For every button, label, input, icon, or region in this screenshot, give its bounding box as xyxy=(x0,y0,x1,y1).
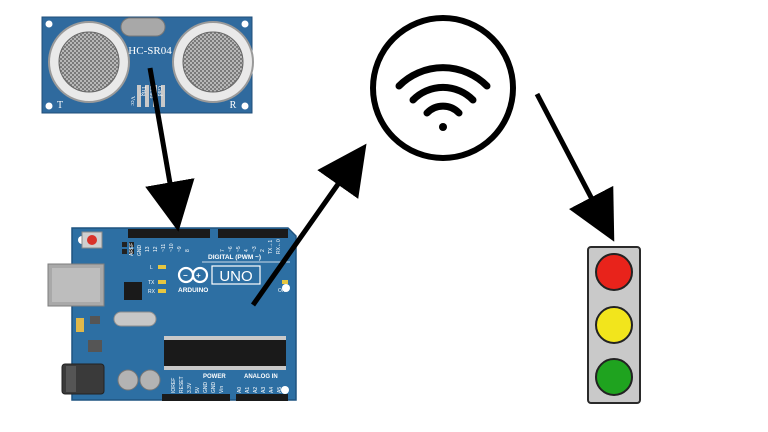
mounting-hole xyxy=(281,386,289,394)
crystal-oscillator xyxy=(113,311,157,327)
pin-vcc-label: Vcc xyxy=(129,96,135,106)
svg-text:4: 4 xyxy=(244,249,250,252)
svg-text:A0: A0 xyxy=(237,387,243,393)
svg-text:13: 13 xyxy=(145,246,151,252)
svg-text:12: 12 xyxy=(153,246,159,252)
svg-text:5V: 5V xyxy=(195,386,201,393)
transmitter-transducer xyxy=(48,21,130,103)
svg-text:A2: A2 xyxy=(253,387,259,393)
usb-chip xyxy=(124,282,142,300)
green-light xyxy=(595,358,633,396)
svg-text:8: 8 xyxy=(185,249,191,252)
wifi-node xyxy=(370,15,516,161)
capacitor xyxy=(139,369,161,391)
arrow-arduino-to-wifi xyxy=(250,143,367,307)
sensor-crystal xyxy=(120,17,166,37)
digital-header-left xyxy=(128,229,210,238)
led-rx-label: RX xyxy=(148,289,156,295)
sensor-r-label: R xyxy=(230,100,237,111)
analog-header-label: ANALOG IN xyxy=(244,374,278,380)
svg-text:3.3V: 3.3V xyxy=(187,382,193,393)
svg-text:A3: A3 xyxy=(261,387,267,393)
svg-text:A1: A1 xyxy=(245,387,251,393)
power-header-label: POWER xyxy=(203,374,226,380)
arrow-sensor-to-arduino xyxy=(145,67,195,232)
sensor-t-label: T xyxy=(57,100,63,111)
svg-text:~5: ~5 xyxy=(236,246,242,252)
sensor-hole xyxy=(45,20,53,28)
svg-text:2: 2 xyxy=(260,249,266,252)
uno-label-box xyxy=(211,265,261,285)
led-l-label: L xyxy=(150,265,153,271)
arduino-logo-icon: − + xyxy=(177,266,209,284)
digital-header-right xyxy=(218,229,288,238)
gnd-label: GND xyxy=(137,245,143,257)
svg-text:+: + xyxy=(196,271,201,280)
icsp-header xyxy=(122,242,134,254)
svg-text:A4: A4 xyxy=(269,387,275,393)
wifi-icon xyxy=(395,64,491,131)
power-header xyxy=(162,394,230,401)
aref-label: AREF xyxy=(129,243,135,256)
svg-text:GND: GND xyxy=(203,382,209,394)
svg-text:RESET: RESET xyxy=(179,376,185,393)
analog-header xyxy=(236,394,288,401)
status-leds: L TX RX ON xyxy=(148,265,288,295)
power-pin-labels: IOREF RESET 3.3V 5V GND GND Vin xyxy=(171,376,225,393)
svg-text:TX→1: TX→1 xyxy=(268,240,274,254)
svg-text:~9: ~9 xyxy=(177,246,183,252)
svg-text:A5: A5 xyxy=(277,387,283,393)
smd-component xyxy=(90,316,100,324)
svg-text:7: 7 xyxy=(220,249,226,252)
svg-text:~10: ~10 xyxy=(169,243,175,252)
chip-socket-bottom xyxy=(164,366,286,370)
on-led-label: ON xyxy=(278,288,286,294)
power-jack-face xyxy=(66,366,76,392)
svg-text:−: − xyxy=(183,271,188,280)
pin-gnd-label: Gnd xyxy=(156,86,162,96)
red-light xyxy=(595,253,633,291)
flow-arrows xyxy=(145,67,615,307)
ultrasonic-sensor: HC-SR04 T R Vcc Trig Echo Gnd xyxy=(41,16,254,114)
svg-text:~3: ~3 xyxy=(252,246,258,252)
svg-text:~6: ~6 xyxy=(228,246,234,252)
yellow-light xyxy=(595,306,633,344)
arrow-wifi-to-traffic-light xyxy=(534,92,615,242)
sensor-hole xyxy=(45,102,53,110)
capacitor xyxy=(117,369,139,391)
sensor-hole xyxy=(241,102,249,110)
svg-text:RX←0: RX←0 xyxy=(276,239,282,254)
usb-connector-face xyxy=(52,268,100,302)
sensor-model-label: HC-SR04 xyxy=(128,45,172,57)
pin-trig-label: Trig xyxy=(140,86,146,96)
svg-text:GND: GND xyxy=(211,382,217,394)
svg-text:Vin: Vin xyxy=(219,386,225,393)
arduino-logo-text: ARDUINO xyxy=(178,287,208,294)
reset-button-cap xyxy=(87,235,97,245)
receiver-transducer xyxy=(172,21,254,103)
analog-pin-labels: A0 A1 A2 A3 A4 A5 xyxy=(237,387,283,393)
voltage-regulator xyxy=(88,340,102,352)
sensor-hole xyxy=(241,20,249,28)
traffic-light xyxy=(587,246,641,404)
uno-label: UNO xyxy=(219,268,252,285)
digital-pin-labels: 13 12 ~11 ~10 ~9 8 7 ~6 ~5 4 ~3 2 TX→1 R… xyxy=(145,239,282,254)
atmega-chip xyxy=(164,340,286,366)
digital-header-label: DIGITAL (PWM ~) xyxy=(208,254,261,261)
svg-text:~11: ~11 xyxy=(161,244,167,252)
mounting-hole xyxy=(282,284,290,292)
arduino-uno-board: AREF GND 13 12 ~11 ~10 ~9 8 7 ~6 ~5 4 ~3… xyxy=(47,227,297,401)
pin-echo-label: Echo xyxy=(148,86,154,98)
led-tx-label: TX xyxy=(148,280,155,286)
chip-socket-top xyxy=(164,336,286,340)
fuse xyxy=(76,318,84,332)
svg-text:IOREF: IOREF xyxy=(171,378,177,393)
